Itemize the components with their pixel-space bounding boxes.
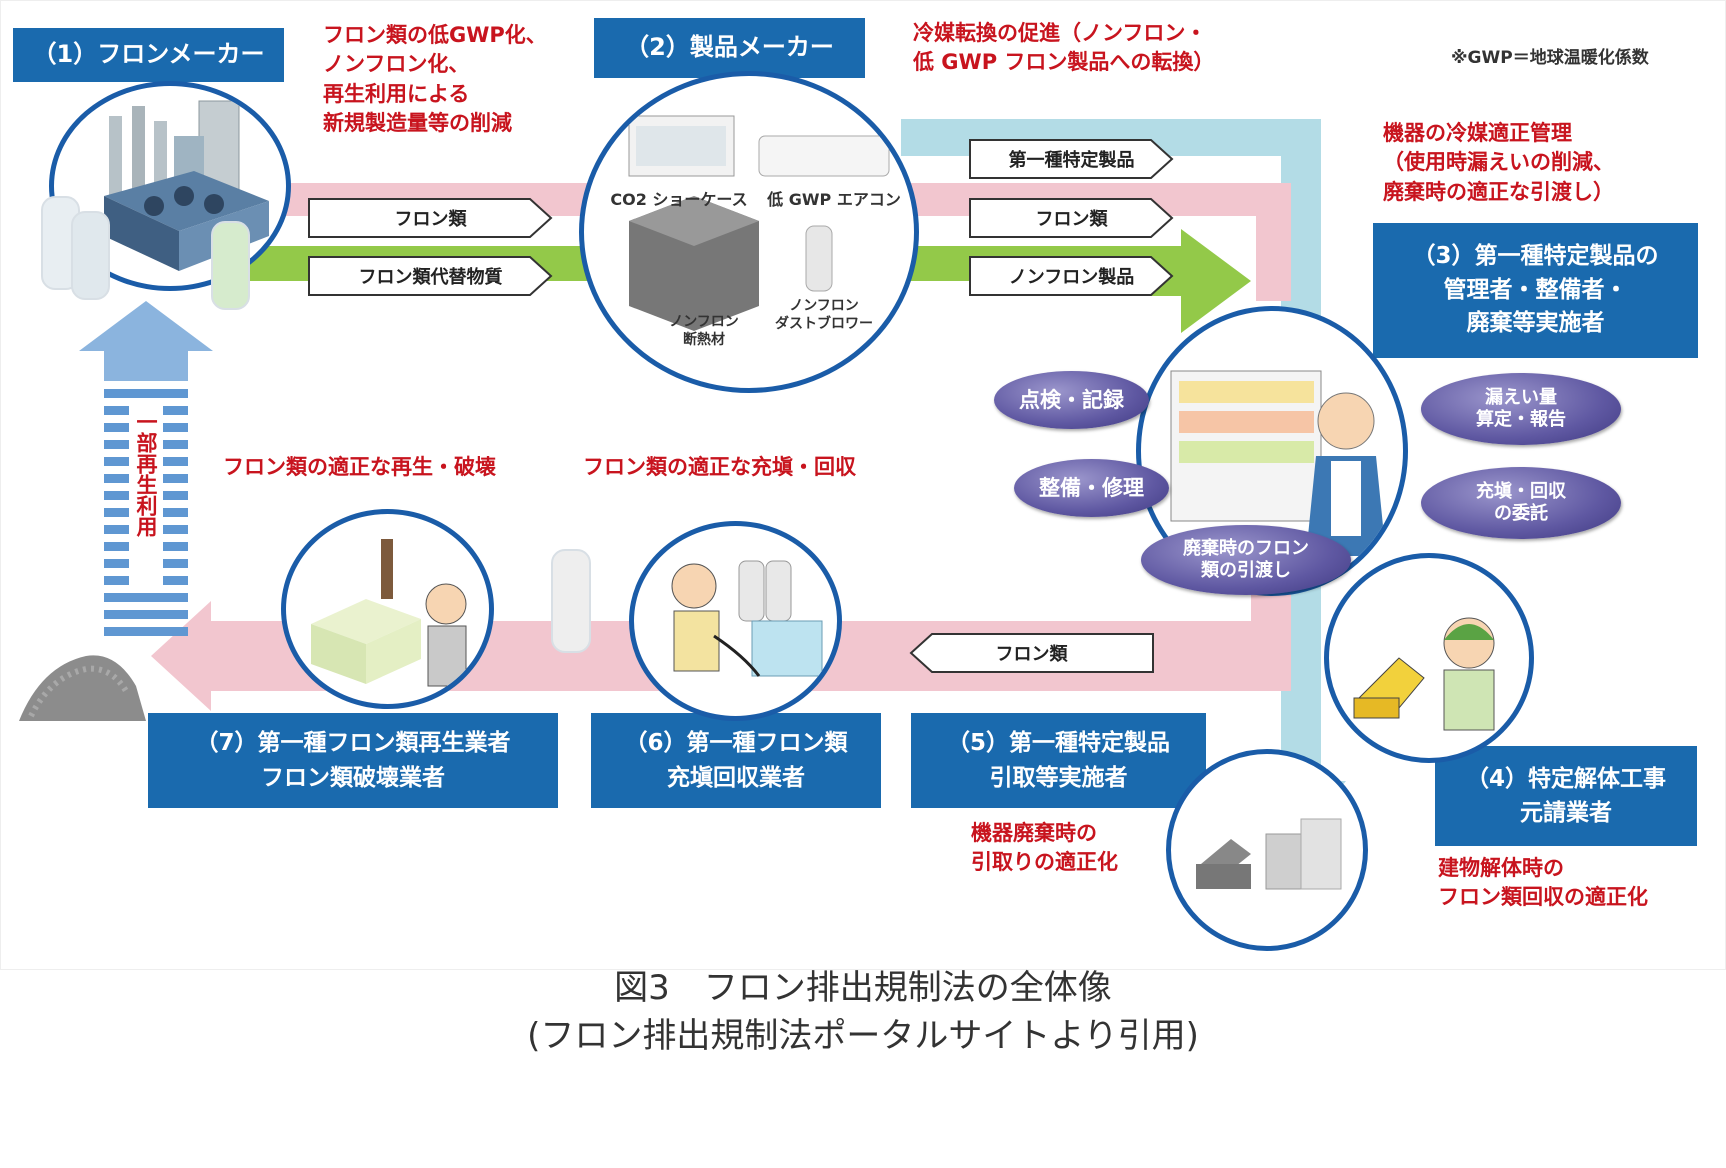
- stakeholder-3-line-3: 廃棄等実施者: [1466, 310, 1605, 337]
- product-label-aircon: 低 GWP エアコン: [767, 190, 901, 209]
- figure-caption-line-2: (フロン排出規制法ポータルサイトより引用): [527, 1016, 1199, 1056]
- duty-maintenance-repair-label: 整備・修理: [1039, 475, 1144, 500]
- filler-worker-illustration: [671, 560, 823, 677]
- duty-commission-line-2: の委託: [1494, 503, 1548, 524]
- figure-caption-line-1: 図3 フロン排出規制法の全体像: [614, 968, 1112, 1008]
- duty-maintenance-repair: 整備・修理: [1014, 459, 1169, 517]
- note-manager-line-1: 機器の冷媒適正管理: [1383, 121, 1572, 145]
- flow-tag-fluorocarbons-return-label: フロン類: [995, 644, 1068, 665]
- collection-circle: [1166, 749, 1368, 951]
- product-label-duster: ノンフロン ダストブロワー: [759, 298, 889, 333]
- collection-site-illustration: [1196, 818, 1342, 890]
- duty-leak-report-line-2: 算定・報告: [1476, 409, 1566, 430]
- product-label-insulation-line-2: 断熱材: [683, 331, 725, 348]
- note-maker-line-4: 新規製造量等の削減: [323, 111, 512, 136]
- gwp-note: ※GWP＝地球温暖化係数: [1451, 48, 1649, 68]
- stakeholder-5-line-2: 引取等実施者: [989, 764, 1128, 791]
- flow-tag-fluorocarbons-left-label: フロン類: [394, 209, 467, 230]
- stakeholder-7-box: （7）第一種フロン類再生業者 フロン類破壊業者: [148, 713, 558, 808]
- note-maker-line-1: フロン類の低GWP化、: [323, 23, 547, 47]
- stakeholder-6-box: （6）第一種フロン類 充塡回収業者: [591, 713, 881, 808]
- note-collect-line-1: 機器廃棄時の: [971, 821, 1097, 845]
- note-collect-line-2: 引取りの適正化: [971, 850, 1118, 875]
- duty-leak-report: 漏えい量 算定・報告: [1421, 373, 1621, 445]
- maker-factory-circle: [49, 81, 291, 291]
- stakeholder-5-box: （5）第一種特定製品 引取等実施者: [911, 713, 1206, 808]
- filler-circle: [629, 521, 842, 721]
- flow-tag-fluorocarbons-return: フロン類: [909, 633, 1154, 673]
- showcase-illustration: [1170, 370, 1386, 556]
- note-product: 冷媒転換の促進（ノンフロン・ 低 GWP フロン製品への転換）: [913, 19, 1214, 78]
- stakeholder-2-label: （2）製品メーカー: [625, 33, 834, 62]
- reuse-up-arrow: [79, 301, 213, 381]
- flow-tag-fluorocarbons-right: フロン類: [969, 198, 1174, 238]
- stakeholder-1-label: （1）フロンメーカー: [32, 40, 265, 69]
- stakeholder-3-line-1: （3）第一種特定製品の: [1412, 243, 1659, 270]
- note-maker-line-3: 再生利用による: [323, 81, 470, 106]
- stakeholder-7-line-2: フロン類破壊業者: [261, 764, 445, 791]
- product-label-insulation-line-1: ノンフロン: [669, 314, 739, 330]
- reuse-label: 一部再生利用: [134, 411, 158, 537]
- flow-tag-nonfluoro-products: ノンフロン製品: [969, 256, 1174, 296]
- excavator-worker-illustration: [1353, 617, 1495, 731]
- stakeholder-4-line-1: （4）特定解体工事: [1465, 765, 1666, 792]
- note-manager-line-3: 廃棄時の適正な引渡し）: [1383, 179, 1614, 204]
- note-manager-line-2: （使用時漏えいの削減、: [1383, 150, 1614, 175]
- note-collect: 機器廃棄時の 引取りの適正化: [971, 819, 1118, 878]
- product-label-showcase: CO2 ショーケース: [610, 190, 748, 209]
- regen-plant-illustration: [311, 539, 467, 687]
- stakeholder-6-line-2: 充塡回収業者: [667, 764, 805, 791]
- demolition-circle: [1324, 553, 1534, 763]
- flow-tag-fluorocarbons-left: フロン類: [308, 198, 553, 238]
- duty-commission-recovery: 充塡・回収 の委託: [1421, 467, 1621, 539]
- note-demolition-line-2: フロン類回収の適正化: [1438, 885, 1648, 910]
- duty-inspect-record-label: 点検・記録: [1019, 387, 1124, 412]
- note-maker: フロン類の低GWP化、 ノンフロン化、 再生利用による 新規製造量等の削減: [323, 21, 547, 139]
- duty-handover-line-1: 廃棄時のフロン: [1183, 537, 1309, 559]
- products-illustration: [628, 115, 890, 331]
- stakeholder-4-line-2: 元請業者: [1520, 800, 1612, 826]
- cylinder-2: [71, 211, 110, 300]
- duty-handover-line-2: 類の引渡し: [1201, 560, 1291, 581]
- duty-handover-on-disposal: 廃棄時のフロン 類の引渡し: [1141, 525, 1351, 595]
- product-label-insulation: ノンフロン 断熱材: [649, 314, 759, 349]
- recovered-cylinder: [551, 549, 591, 653]
- stakeholder-7-line-1: （7）第一種フロン類再生業者: [195, 730, 511, 756]
- note-demolition: 建物解体時の フロン類回収の適正化: [1438, 854, 1648, 913]
- cylinder-3: [211, 221, 250, 310]
- regenerator-circle: [281, 509, 494, 709]
- note-fill: フロン類の適正な充塡・回収: [583, 455, 856, 479]
- duty-inspect-record: 点検・記録: [994, 371, 1149, 429]
- stakeholder-3-box: （3）第一種特定製品の 管理者・整備者・ 廃棄等実施者: [1373, 223, 1698, 358]
- rubble-pile: [19, 655, 146, 721]
- flow-tag-substitutes-label: フロン類代替物質: [358, 267, 503, 288]
- stakeholder-2-box: （2）製品メーカー: [594, 18, 865, 78]
- flow-tag-specified-products: 第一種特定製品: [969, 139, 1174, 179]
- stakeholder-5-line-1: （5）第一種特定製品: [946, 730, 1170, 756]
- product-label-duster-line-2: ダストブロワー: [775, 315, 873, 332]
- product-label-duster-line-1: ノンフロン: [789, 298, 859, 314]
- note-product-line-2: 低 GWP フロン製品への転換）: [913, 50, 1215, 75]
- note-regen: フロン類の適正な再生・破壊: [223, 455, 496, 479]
- duty-commission-line-1: 充塡・回収: [1476, 480, 1566, 502]
- flow-tag-specified-products-label: 第一種特定製品: [1008, 150, 1135, 171]
- flow-tag-nonfluoro-products-label: ノンフロン製品: [1008, 267, 1135, 288]
- diagram: 一部再生利用 （1）フロンメーカー （2）製品メーカー （3）第一種特定製品の …: [0, 0, 1726, 970]
- flow-tag-substitutes: フロン類代替物質: [308, 256, 553, 296]
- stakeholder-1-box: （1）フロンメーカー: [13, 28, 284, 82]
- duty-leak-report-line-1: 漏えい量: [1485, 386, 1557, 408]
- note-manager: 機器の冷媒適正管理 （使用時漏えいの削減、 廃棄時の適正な引渡し）: [1383, 119, 1614, 207]
- note-maker-line-2: ノンフロン化、: [323, 52, 470, 77]
- stakeholder-6-line-1: （6）第一種フロン類: [624, 730, 848, 756]
- stakeholder-3-line-2: 管理者・整備者・: [1443, 276, 1628, 303]
- flow-tag-fluorocarbons-right-label: フロン類: [1035, 209, 1108, 230]
- note-demolition-line-1: 建物解体時の: [1438, 856, 1564, 880]
- stakeholder-4-box: （4）特定解体工事 元請業者: [1435, 746, 1697, 846]
- product-maker-circle: CO2 ショーケース 低 GWP エアコン ノンフロン 断熱材 ノンフロン ダス…: [579, 71, 919, 393]
- note-product-line-1: 冷媒転換の促進（ノンフロン・: [913, 21, 1207, 45]
